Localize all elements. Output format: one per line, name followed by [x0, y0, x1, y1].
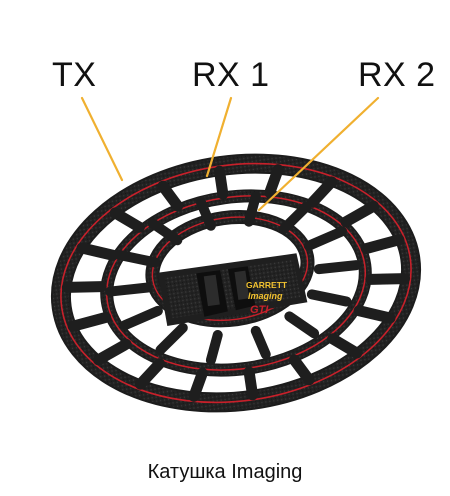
coil-mount	[157, 253, 308, 326]
garrett-logo: GARRETT Imaging GTI	[246, 280, 288, 316]
outer-spoke	[157, 180, 184, 212]
outer-spoke	[93, 338, 132, 366]
caption: Катушка Imaging	[147, 461, 303, 483]
outer-spoke	[76, 242, 119, 261]
outer-spoke	[288, 354, 315, 386]
inner-spoke	[250, 325, 271, 360]
outer-spoke	[134, 358, 166, 390]
inner-spoke	[313, 260, 362, 275]
rx2-wire	[151, 216, 309, 322]
inner-spoke	[243, 191, 261, 227]
logo-model: GTI	[250, 304, 269, 316]
search-coil	[50, 153, 422, 413]
inner-spokes	[105, 191, 362, 366]
inner-spoke	[205, 329, 223, 366]
inner-spoke	[115, 250, 160, 268]
outer-spoke	[353, 305, 396, 324]
outer-spoke	[243, 366, 258, 401]
rx2-leader-line	[257, 96, 380, 212]
outer-spoke	[109, 207, 145, 233]
inner-spoke	[303, 226, 348, 251]
outer-spoke	[67, 311, 112, 332]
outer-spokes	[61, 164, 411, 402]
inner-spoke	[155, 322, 188, 355]
outer-spoke	[264, 164, 284, 199]
tx-leader-line	[80, 96, 124, 182]
inner-spoke	[147, 218, 183, 246]
inner-spoke	[119, 305, 163, 331]
rx2-label: RX 2	[358, 56, 436, 94]
inner-spoke	[195, 197, 216, 231]
rx1-label: RX 1	[192, 56, 270, 94]
outer-spoke	[214, 165, 229, 200]
rx1-leader-line	[205, 96, 233, 178]
outer-spoke	[327, 333, 363, 359]
logo-brand: GARRETT	[246, 280, 288, 290]
outer-spoke	[360, 234, 405, 255]
inner-spoke	[278, 201, 312, 234]
tx-label: TX	[52, 56, 97, 94]
inner-spoke	[306, 289, 352, 307]
outer-spoke	[306, 176, 338, 208]
outer-spoke	[188, 367, 208, 402]
inner-spoke	[105, 282, 153, 297]
leader-lines	[80, 96, 380, 212]
outer-spoke	[61, 281, 107, 293]
outer-spoke	[365, 273, 411, 285]
outer-spoke	[340, 200, 379, 228]
inner-spoke	[284, 311, 320, 339]
logo-product: Imaging	[248, 291, 283, 301]
